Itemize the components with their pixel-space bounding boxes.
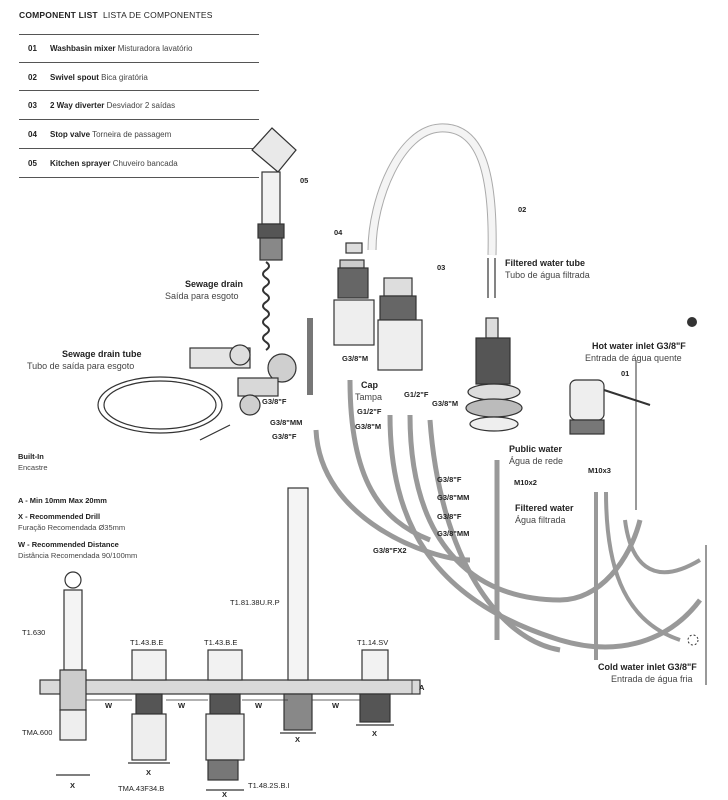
dim-x: X [222, 790, 228, 799]
sewage-tube-sublabel: Tubo de saída para esgoto [27, 361, 135, 371]
note-w-sub: Distância Recomendada 90/100mm [18, 551, 138, 560]
callout-05: 05 [300, 176, 309, 185]
part-code: TMA.600 [22, 728, 53, 737]
note-a: A - Min 10mm Max 20mm [18, 496, 107, 505]
fitting-label: G3/8"F [262, 397, 287, 406]
part-code: T1.43.B.E [204, 638, 238, 647]
note-w: W - Recommended Distance [18, 540, 119, 549]
fitting-label: G1/2"F [357, 407, 382, 416]
fitting-label: G3/8"MM [437, 493, 470, 502]
dim-x: X [295, 735, 301, 744]
dim-w: W [105, 701, 113, 710]
dim-x: X [146, 768, 152, 777]
callout-04: 04 [334, 228, 343, 237]
fitting-label: G3/8"M [355, 422, 382, 431]
sewage-tube-label: Sewage drain tube [62, 349, 142, 359]
component-list-title: COMPONENT LIST LISTA DE COMPONENTES [19, 10, 213, 20]
part-code: T1.630 [22, 628, 46, 637]
fitting-label: G3/8"M [342, 354, 369, 363]
dim-w: W [178, 701, 186, 710]
note-x: X - Recommended Drill [18, 512, 101, 521]
fitting-label: G3/8"MM [270, 418, 303, 427]
fitting-label: G3/8"F [272, 432, 297, 441]
sewage-drain-sublabel: Saída para esgoto [165, 291, 239, 301]
dim-x: X [372, 729, 378, 738]
public-water-sublabel: Água de rede [509, 456, 564, 466]
cold-inlet-label: Cold water inlet G3/8"F [598, 662, 697, 672]
fitting-label: G3/8"M [432, 399, 459, 408]
part-code: T1.14.SV [357, 638, 389, 647]
callout-03: 03 [437, 263, 446, 272]
dim-x: X [70, 781, 76, 790]
sewage-drain-label: Sewage drain [185, 279, 244, 289]
fitting-label: G3/8"F [437, 475, 462, 484]
filtered-tube-sublabel: Tubo de água filtrada [505, 270, 590, 280]
fitting-label: G3/8"FX2 [373, 546, 407, 555]
dim-w: W [332, 701, 340, 710]
callout-01: 01 [621, 369, 630, 378]
dim-w: W [255, 701, 263, 710]
fitting-label: G3/8"MM [437, 529, 470, 538]
filtered-tube-label: Filtered water tube [505, 258, 586, 268]
part-code: T1.48.2S.B.I [248, 781, 290, 790]
hot-inlet-label: Hot water inlet G3/8"F [592, 341, 686, 351]
part-code: T1.43.B.E [130, 638, 164, 647]
fitting-label: M10x3 [588, 466, 611, 475]
cap-label: Cap [361, 380, 379, 390]
fitting-label: G1/2"F [404, 390, 429, 399]
hot-inlet-sublabel: Entrada de água quente [585, 353, 682, 363]
part-code: T1.81.38U.R.P [230, 598, 280, 607]
note-x-sub: Furação Recomendada Ø35mm [18, 523, 126, 532]
part-code: TMA.43F34.B [118, 784, 165, 793]
builtin-label: Built-In [18, 452, 44, 461]
builtin-sublabel: Encastre [18, 463, 48, 472]
fitting-label: M10x2 [514, 478, 537, 487]
dim-a: A [419, 683, 425, 692]
cap-sublabel: Tampa [355, 392, 383, 402]
callout-02: 02 [518, 205, 527, 214]
public-water-label: Public water [509, 444, 563, 454]
fitting-label: G3/8"F [437, 512, 462, 521]
filtered-water-label: Filtered water [515, 503, 574, 513]
filtered-water-sublabel: Água filtrada [515, 515, 566, 525]
cold-inlet-sublabel: Entrada de água fria [611, 674, 693, 684]
